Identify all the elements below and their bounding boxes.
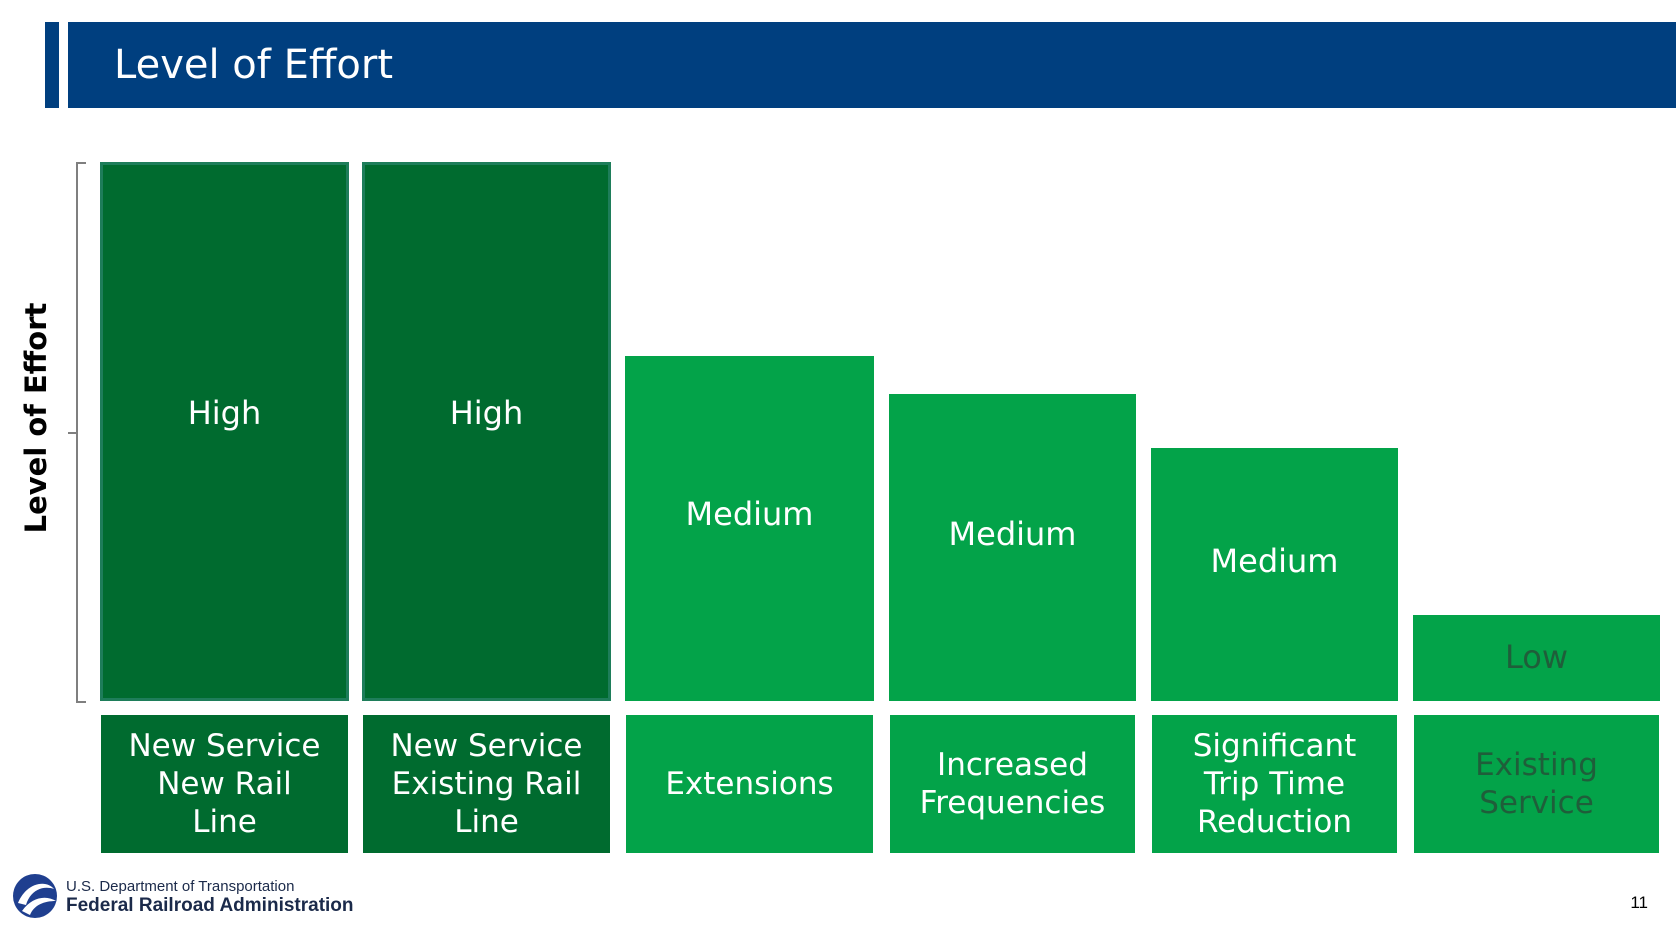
title-bar [68,22,1676,108]
page-number: 11 [1630,893,1648,912]
level-bar-5: Medium [1151,448,1398,701]
level-label-1: High [187,393,262,432]
level-label-3: Medium [685,494,814,533]
category-box-4: Increased Frequencies [890,715,1135,853]
category-box-5: Significant Trip Time Reduction [1152,715,1397,853]
agency-name-line2: Federal Railroad Administration [66,895,354,916]
category-box-3: Extensions [626,715,873,853]
agency-name-line1: U.S. Department of Transportation [66,878,295,895]
level-bar-3: Medium [625,356,874,701]
level-bar-2: High [362,162,611,701]
level-label-2: High [449,393,524,432]
title-accent-bar [45,22,59,108]
category-box-6: Existing Service [1414,715,1659,853]
page-title: Level of Effort [114,42,394,88]
y-axis-label: Level of Effort [19,302,53,534]
level-label-4: Medium [948,515,1077,554]
dot-logo-icon [13,874,57,918]
level-label-5: Medium [1210,541,1339,580]
level-bar-6: Low [1413,615,1660,701]
level-bar-4: Medium [889,394,1136,701]
level-bar-1: High [100,162,349,701]
category-box-1: New Service New Rail Line [101,715,348,853]
y-axis-bracket-tick [68,432,78,434]
category-box-2: New Service Existing Rail Line [363,715,610,853]
level-label-6: Low [1504,638,1568,676]
